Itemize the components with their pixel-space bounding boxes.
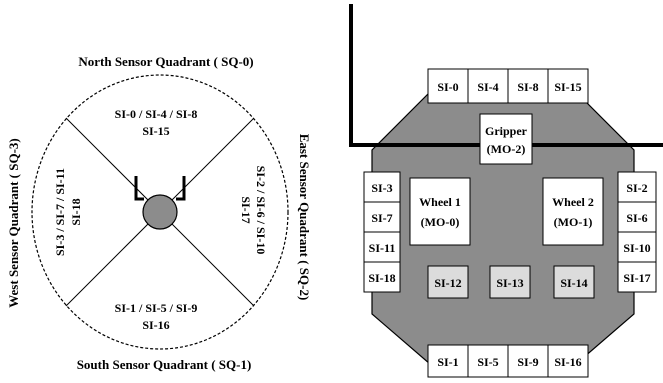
robot-layout-diagram: SI-0 SI-4 SI-8 SI-15 SI-1 SI-5 SI-9 SI-1…	[349, 4, 663, 378]
wheel-1-code-label: (MO-0)	[421, 215, 460, 229]
wheel-2-label: Wheel 2	[552, 195, 594, 209]
sensor-box-si-14	[553, 265, 595, 299]
sensor-box-si-4	[467, 68, 509, 104]
west-sector-line-1: SI-3 / SI-7 / SI-11	[53, 168, 67, 256]
west-quadrant-label: West Sensor Quadrant ( SQ-3)	[6, 138, 21, 308]
north-quadrant-label: North Sensor Quadrant ( SQ-0)	[78, 54, 253, 69]
top-sensor-row: SI-0 SI-4 SI-8 SI-15	[427, 68, 589, 104]
robot-body-icon	[142, 194, 178, 230]
sensor-box-si-3	[363, 171, 401, 203]
sensor-box-si-0	[427, 68, 469, 104]
sensor-box-si-15	[547, 68, 589, 104]
north-sector-line-2: SI-15	[142, 124, 169, 138]
south-sector-line-2: SI-16	[142, 318, 169, 332]
sensor-range-ellipse	[31, 74, 289, 350]
sensor-box-si-11	[363, 231, 401, 263]
sensor-label-si-16: SI-16	[554, 355, 581, 369]
sensor-label-si-1: SI-1	[437, 355, 458, 369]
sensor-box-si-17	[617, 261, 657, 293]
sensor-label-si-5: SI-5	[477, 355, 498, 369]
south-quadrant-label: South Sensor Quadrant ( SQ-1)	[77, 357, 252, 372]
east-sector-line-2: SI-17	[239, 196, 253, 223]
sensor-label-si-14: SI-14	[560, 276, 587, 290]
sensor-label-si-11: SI-11	[369, 241, 396, 255]
wheel-1-label: Wheel 1	[419, 195, 461, 209]
sensor-label-si-0: SI-0	[437, 80, 458, 94]
sensor-label-si-3: SI-3	[371, 181, 392, 195]
sensor-box-si-8	[507, 68, 549, 104]
sensor-label-si-7: SI-7	[371, 211, 392, 225]
right-sensor-column: SI-2 SI-6 SI-10 SI-17	[617, 171, 657, 293]
north-sector-line-1: SI-0 / SI-4 / SI-8	[115, 107, 198, 121]
quadrant-diagram: North Sensor Quadrant ( SQ-0) South Sens…	[6, 54, 312, 372]
sensor-label-si-6: SI-6	[626, 211, 647, 225]
sensor-label-si-15: SI-15	[554, 80, 581, 94]
sensor-label-si-12: SI-12	[434, 276, 461, 290]
sensor-box-si-18	[363, 261, 401, 293]
bottom-sensor-row: SI-1 SI-5 SI-9 SI-16	[427, 344, 589, 378]
sensor-box-si-10	[617, 231, 657, 263]
wheel-2-code-label: (MO-1)	[554, 215, 593, 229]
sensor-box-si-6	[617, 201, 657, 233]
left-sensor-column: SI-3 SI-7 SI-11 SI-18	[363, 171, 401, 293]
gripper-wire	[349, 4, 663, 147]
sensor-box-si-16	[547, 344, 589, 378]
gripper-box	[479, 113, 533, 165]
west-sector-line-2: SI-18	[69, 198, 83, 225]
robot-gripper-icon	[134, 176, 186, 201]
sensor-label-si-13: SI-13	[496, 276, 523, 290]
sensor-label-si-2: SI-2	[626, 181, 647, 195]
gripper-code-label: (MO-2)	[487, 142, 526, 156]
sensor-box-si-12	[427, 265, 469, 299]
sensor-label-si-4: SI-4	[477, 80, 498, 94]
sensor-label-si-18: SI-18	[368, 271, 395, 285]
sensor-box-si-1	[427, 344, 469, 378]
wheel-2-box	[542, 177, 604, 246]
sensor-label-si-17: SI-17	[623, 271, 650, 285]
sensor-label-si-8: SI-8	[517, 80, 538, 94]
south-sector-line-1: SI-1 / SI-5 / SI-9	[115, 301, 198, 315]
sensor-box-si-13	[489, 265, 531, 299]
gripper-label: Gripper	[485, 124, 528, 138]
sensor-label-si-10: SI-10	[623, 241, 650, 255]
sensor-box-si-7	[363, 201, 401, 233]
east-quadrant-label: East Sensor Quadrant ( SQ-2)	[297, 134, 312, 301]
wheel-1-box	[409, 177, 471, 246]
sensor-box-si-2	[617, 171, 657, 203]
sensor-label-si-9: SI-9	[517, 355, 538, 369]
east-sector-line-1: SI-2 / SI-6 / SI-10	[254, 166, 268, 255]
